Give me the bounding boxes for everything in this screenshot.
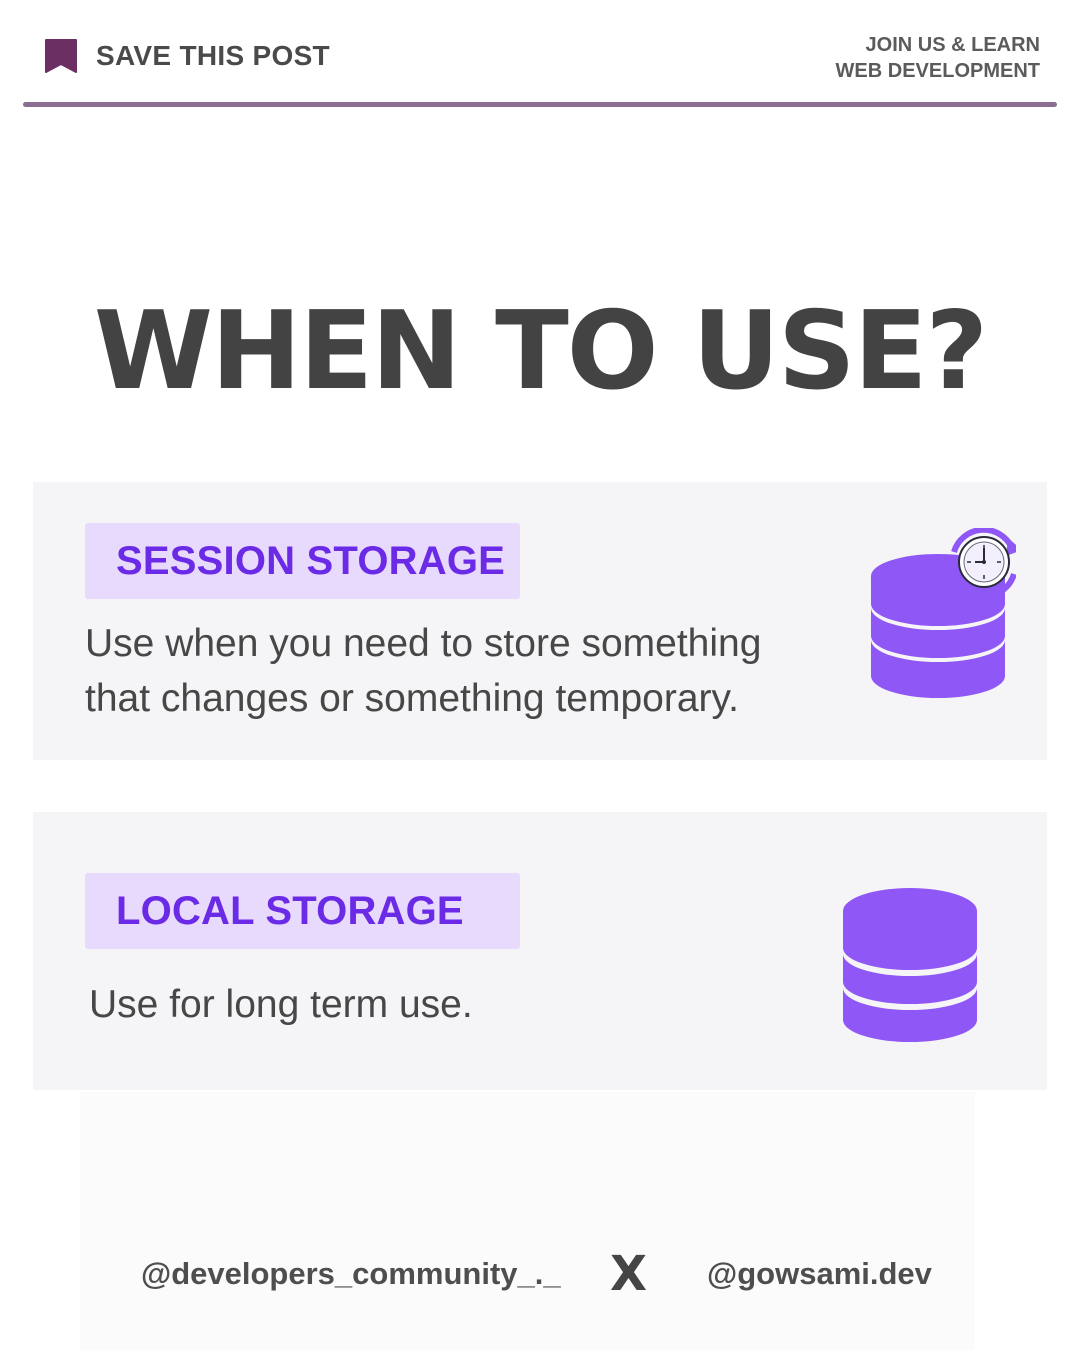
page-title: WHEN TO USE?: [93, 289, 988, 414]
save-post-label: SAVE THIS POST: [96, 40, 330, 71]
session-storage-card: SESSION STORAGE Use when you need to sto…: [33, 482, 1047, 760]
handle-developers-community[interactable]: @developers_community_._: [141, 1256, 561, 1291]
footer: @developers_community_._ X @gowsami.dev: [0, 1246, 1080, 1302]
database-icon: [843, 888, 977, 1042]
join-line-2: WEB DEVELOPMENT: [835, 60, 1040, 82]
database-clock-icon: [871, 528, 1016, 698]
join-us-text: JOIN US & LEARN WEB DEVELOPMENT: [836, 32, 1040, 84]
local-storage-description: Use for long term use.: [89, 983, 473, 1026]
collab-separator: X: [610, 1246, 648, 1302]
header: SAVE THIS POST JOIN US & LEARN WEB DEVEL…: [0, 0, 1080, 107]
local-storage-label: LOCAL STORAGE: [85, 873, 520, 949]
session-storage-description: Use when you need to store something tha…: [85, 622, 762, 720]
footer-panel: [80, 1092, 975, 1350]
save-post-badge[interactable]: SAVE THIS POST: [44, 38, 330, 74]
header-divider: [23, 102, 1057, 107]
join-line-1: JOIN US & LEARN: [865, 34, 1040, 56]
handle-gowsami[interactable]: @gowsami.dev: [707, 1256, 932, 1291]
session-storage-label: SESSION STORAGE: [85, 523, 520, 599]
bookmark-icon: [45, 39, 77, 73]
local-storage-card: LOCAL STORAGE Use for long term use.: [33, 812, 1047, 1090]
